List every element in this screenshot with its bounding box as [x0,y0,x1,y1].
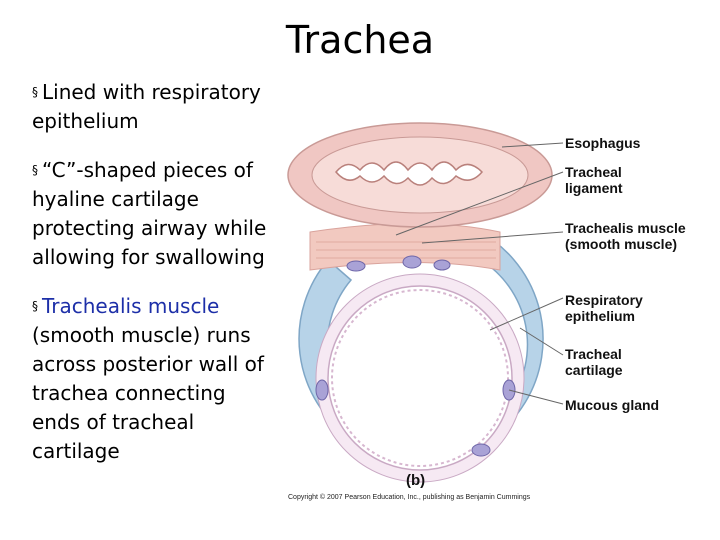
bullet-marker-icon: § [32,299,38,313]
slide-title: Trachea [285,18,435,62]
callout-line-cartilage [519,327,564,356]
mucous-gland [346,260,366,272]
callout-lines [395,142,564,405]
bullet-item: §Lined with respiratory epithelium [32,78,272,136]
label-esophagus: Esophagus [565,135,641,151]
mucous-gland [315,379,329,401]
mucous-gland [433,259,451,271]
callout-line-esophagus [501,142,564,148]
label-trachealis-muscle: Trachealis muscle (smooth muscle) [565,220,686,252]
trachea-diagram [287,122,564,483]
label-mucous-gland: Mucous gland [565,397,660,413]
bullet-highlight-text: Trachealis muscle [42,294,220,318]
mucous-gland [402,255,422,269]
label-respiratory-epithelium: Respiratory epithelium [565,292,643,324]
bullet-item: §“C”-shaped pieces of hyaline cartilage … [32,156,272,272]
bullet-text: “C”-shaped pieces of hyaline cartilage p… [32,158,267,269]
callout-line-epithelium [489,297,564,331]
trachea-cross-section-figure: Esophagus Tracheal ligament Trachealis m… [276,120,720,510]
tracheal-lumen [327,285,513,471]
callout-line-trachealis [421,231,564,244]
copyright-notice: Copyright © 2007 Pearson Education, Inc.… [288,494,531,501]
callout-line-tracheal-ligament [395,171,564,236]
callout-line-mucous-gland [508,389,564,405]
label-tracheal-cartilage: Tracheal cartilage [565,346,623,378]
bullet-marker-icon: § [32,85,38,99]
esophagus-lumen [335,161,484,186]
bullet-text: (smooth muscle) runs across posterior wa… [32,323,264,463]
bullet-text: Lined with respiratory epithelium [32,80,261,133]
label-tracheal-ligament: Tracheal ligament [565,164,623,196]
bullet-item: § Trachealis muscle (smooth muscle) runs … [32,292,272,466]
panel-label: (b) [406,472,426,489]
bullet-list: §Lined with respiratory epithelium §“C”-… [32,78,272,486]
mucous-gland [471,443,491,457]
bullet-marker-icon: § [32,163,38,177]
respiratory-epithelium [331,289,509,467]
